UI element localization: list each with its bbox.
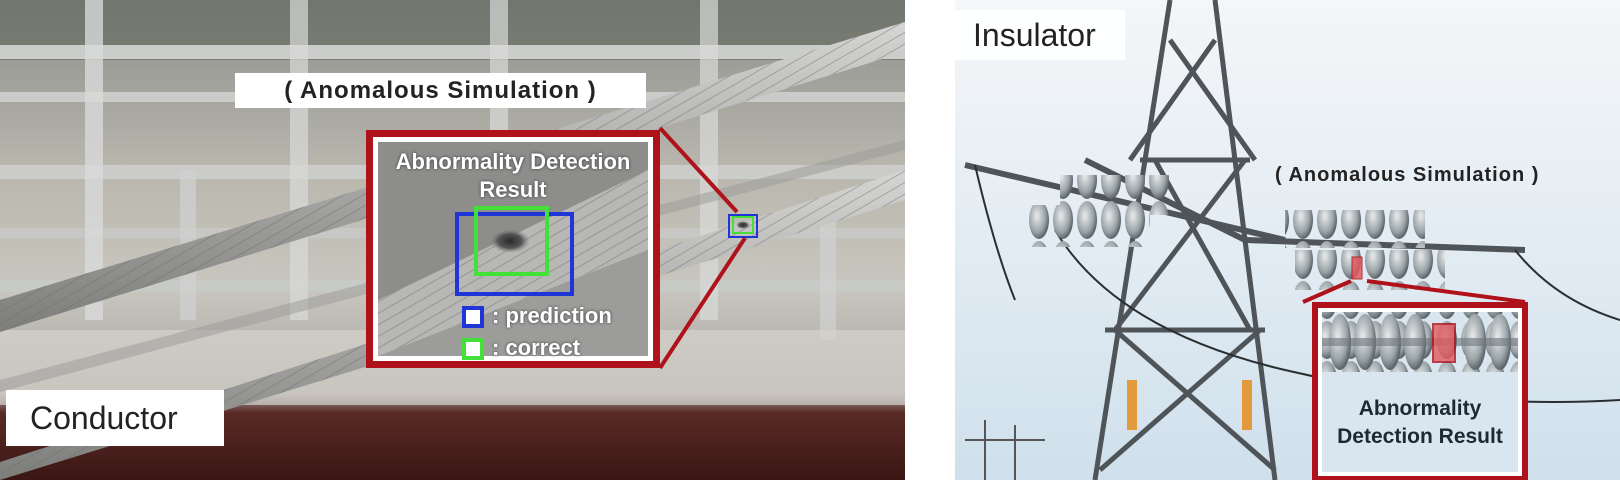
legend-prediction: : prediction — [492, 303, 612, 328]
insulator-label: Insulator — [955, 10, 1125, 60]
prediction-box — [455, 212, 574, 296]
legend-correct: : correct — [492, 335, 581, 360]
correct-legend-swatch — [462, 338, 484, 360]
conductor-photo — [0, 0, 905, 480]
correct-box — [474, 206, 549, 276]
inset-title-right: Abnormality Detection Result — [1337, 397, 1503, 448]
anomaly-marker — [1432, 323, 1456, 363]
insulator-panel: Insulator ( Anomalous Simulation ) Abnor… — [955, 0, 1620, 480]
anomalous-simulation-label-right: ( Anomalous Simulation ) — [1275, 164, 1540, 186]
conductor-panel: ( Anomalous Simulation ) Abnormality Det… — [0, 0, 905, 480]
inset-title-left: Abnormality Detection Result — [395, 149, 631, 202]
insulator-photo — [955, 0, 1620, 480]
conductor-label: Conductor — [6, 390, 224, 446]
prediction-legend-swatch — [462, 306, 484, 328]
anomalous-simulation-label-left: ( Anomalous Simulation ) — [235, 73, 646, 108]
